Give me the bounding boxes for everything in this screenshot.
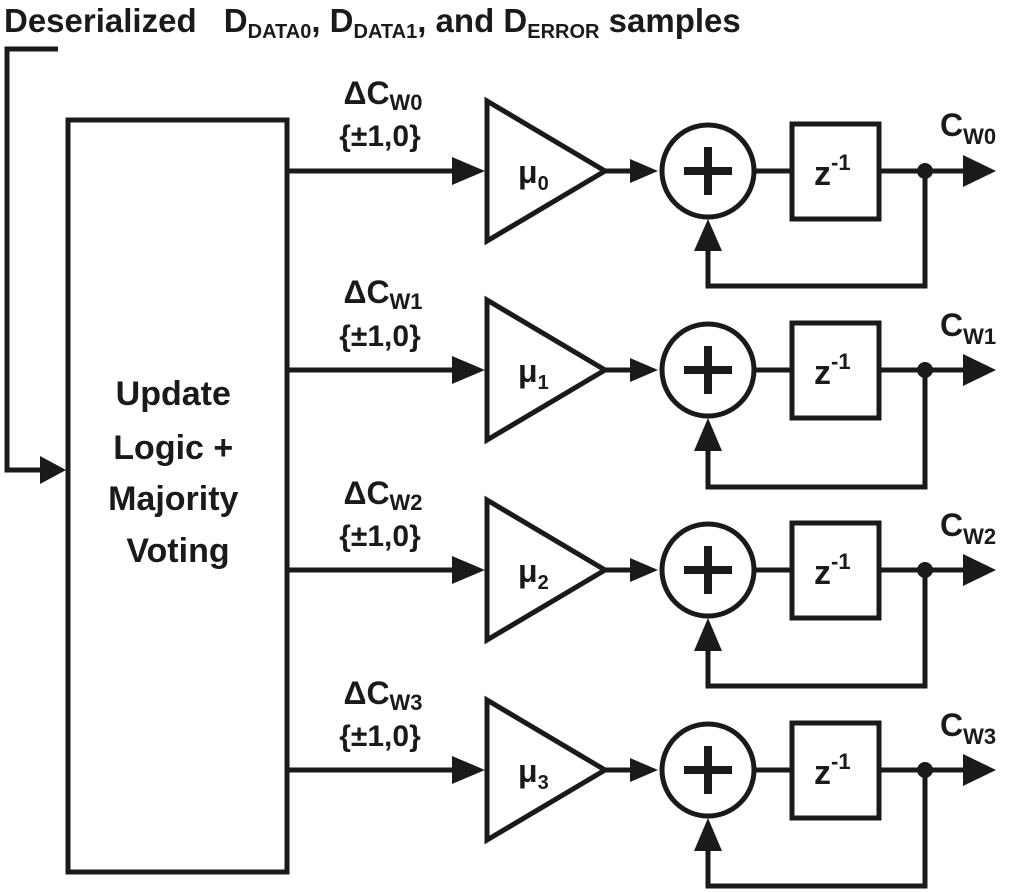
mu2-gain-triangle	[484, 495, 610, 645]
update-logic-block	[65, 117, 290, 875]
delay2-label: z-1	[814, 549, 851, 592]
cw0-output-label: CW0	[940, 107, 996, 149]
delta-cw3-arrowhead	[452, 756, 485, 784]
adder0-input-arrowhead	[630, 159, 658, 183]
delta-cw0-label: ΔCW0	[343, 75, 422, 115]
adder3-input-arrowhead	[630, 758, 658, 782]
title-sub-error: ERROR	[527, 21, 600, 43]
mu0-label: μ0	[518, 154, 549, 195]
cw3-output-label: CW3	[940, 707, 996, 749]
delay3-label: z-1	[814, 749, 851, 792]
adder2-input-arrowhead	[630, 558, 658, 582]
title-prefix: Deserialized	[4, 2, 197, 39]
delta-cw1-label: ΔCW1	[343, 274, 422, 314]
cw2-feedback-wire	[705, 570, 928, 689]
title-suffix: samples	[609, 2, 741, 39]
mu1-gain-triangle	[484, 295, 610, 445]
title-sep1: ,	[311, 2, 320, 39]
update-logic-line-4: Voting	[126, 532, 229, 570]
title-d-error: D	[503, 2, 527, 39]
update-logic-line-3: Majority	[108, 480, 238, 518]
title-sep2: , and	[417, 2, 494, 39]
delta-cw2-arrowhead	[452, 556, 485, 584]
delta-cw0-arrowhead	[452, 157, 485, 185]
title-sub-data1: DATA1	[354, 21, 418, 43]
delay0-label: z-1	[814, 150, 851, 193]
title-d-data1: D	[330, 2, 354, 39]
update-logic-label: Update Logic + Majority Voting	[108, 375, 248, 570]
weight-path-row-0: ΔCW0 {±1,0} μ0 z-1 CW0	[287, 75, 996, 289]
input-arrowhead	[40, 456, 66, 484]
weight-path-row-2: ΔCW2 {±1,0} μ2 z-1 CW2	[287, 475, 996, 689]
input-sample-wire	[4, 46, 58, 473]
delay1-block	[789, 320, 882, 421]
delta-cw3-set: {±1,0}	[339, 720, 421, 753]
update-logic-line-1: Update	[116, 375, 231, 413]
cw1-feedback-wire	[705, 370, 928, 490]
cw0-output-arrowhead	[963, 155, 996, 187]
weight-path-row-1: ΔCW1 {±1,0} μ1 z-1 CW1	[287, 274, 996, 490]
title-sub-data0: DATA0	[248, 21, 312, 43]
cw2-output-label: CW2	[940, 507, 996, 549]
cw3-feedback-arrowhead	[694, 818, 722, 851]
cw1-output-label: CW1	[940, 307, 996, 349]
cw2-feedback-arrowhead	[694, 618, 722, 651]
cw3-output-arrowhead	[963, 754, 996, 786]
mu1-label: μ1	[518, 353, 549, 394]
cw0-feedback-arrowhead	[694, 219, 722, 251]
cw0-feedback-wire	[705, 171, 928, 289]
delay1-label: z-1	[814, 349, 851, 392]
weight-path-row-3: ΔCW3 {±1,0} μ3 z-1 CW3	[287, 675, 996, 889]
title-d-data0: D	[224, 2, 248, 39]
diagram-title: Deserialized DDATA0, DDATA1, and DERROR …	[4, 2, 741, 45]
mu3-gain-triangle	[484, 695, 610, 845]
cw1-output-arrowhead	[963, 354, 996, 386]
mu3-label: μ3	[518, 753, 549, 794]
delta-cw2-label: ΔCW2	[343, 475, 422, 515]
delay0-block	[789, 121, 882, 222]
delta-cw0-set: {±1,0}	[339, 120, 421, 153]
update-logic-line-2: Logic +	[113, 429, 233, 467]
delta-cw3-label: ΔCW3	[343, 675, 422, 715]
mu2-label: μ2	[518, 553, 549, 594]
delay3-block	[789, 720, 882, 821]
delta-cw1-set: {±1,0}	[339, 320, 421, 353]
delta-cw1-arrowhead	[452, 356, 485, 384]
cw2-output-arrowhead	[963, 554, 996, 586]
cw1-feedback-arrowhead	[694, 418, 722, 451]
cw3-feedback-wire	[705, 770, 928, 889]
mu0-gain-triangle	[484, 96, 610, 246]
delta-cw2-set: {±1,0}	[339, 520, 421, 553]
adder1-input-arrowhead	[630, 358, 658, 382]
